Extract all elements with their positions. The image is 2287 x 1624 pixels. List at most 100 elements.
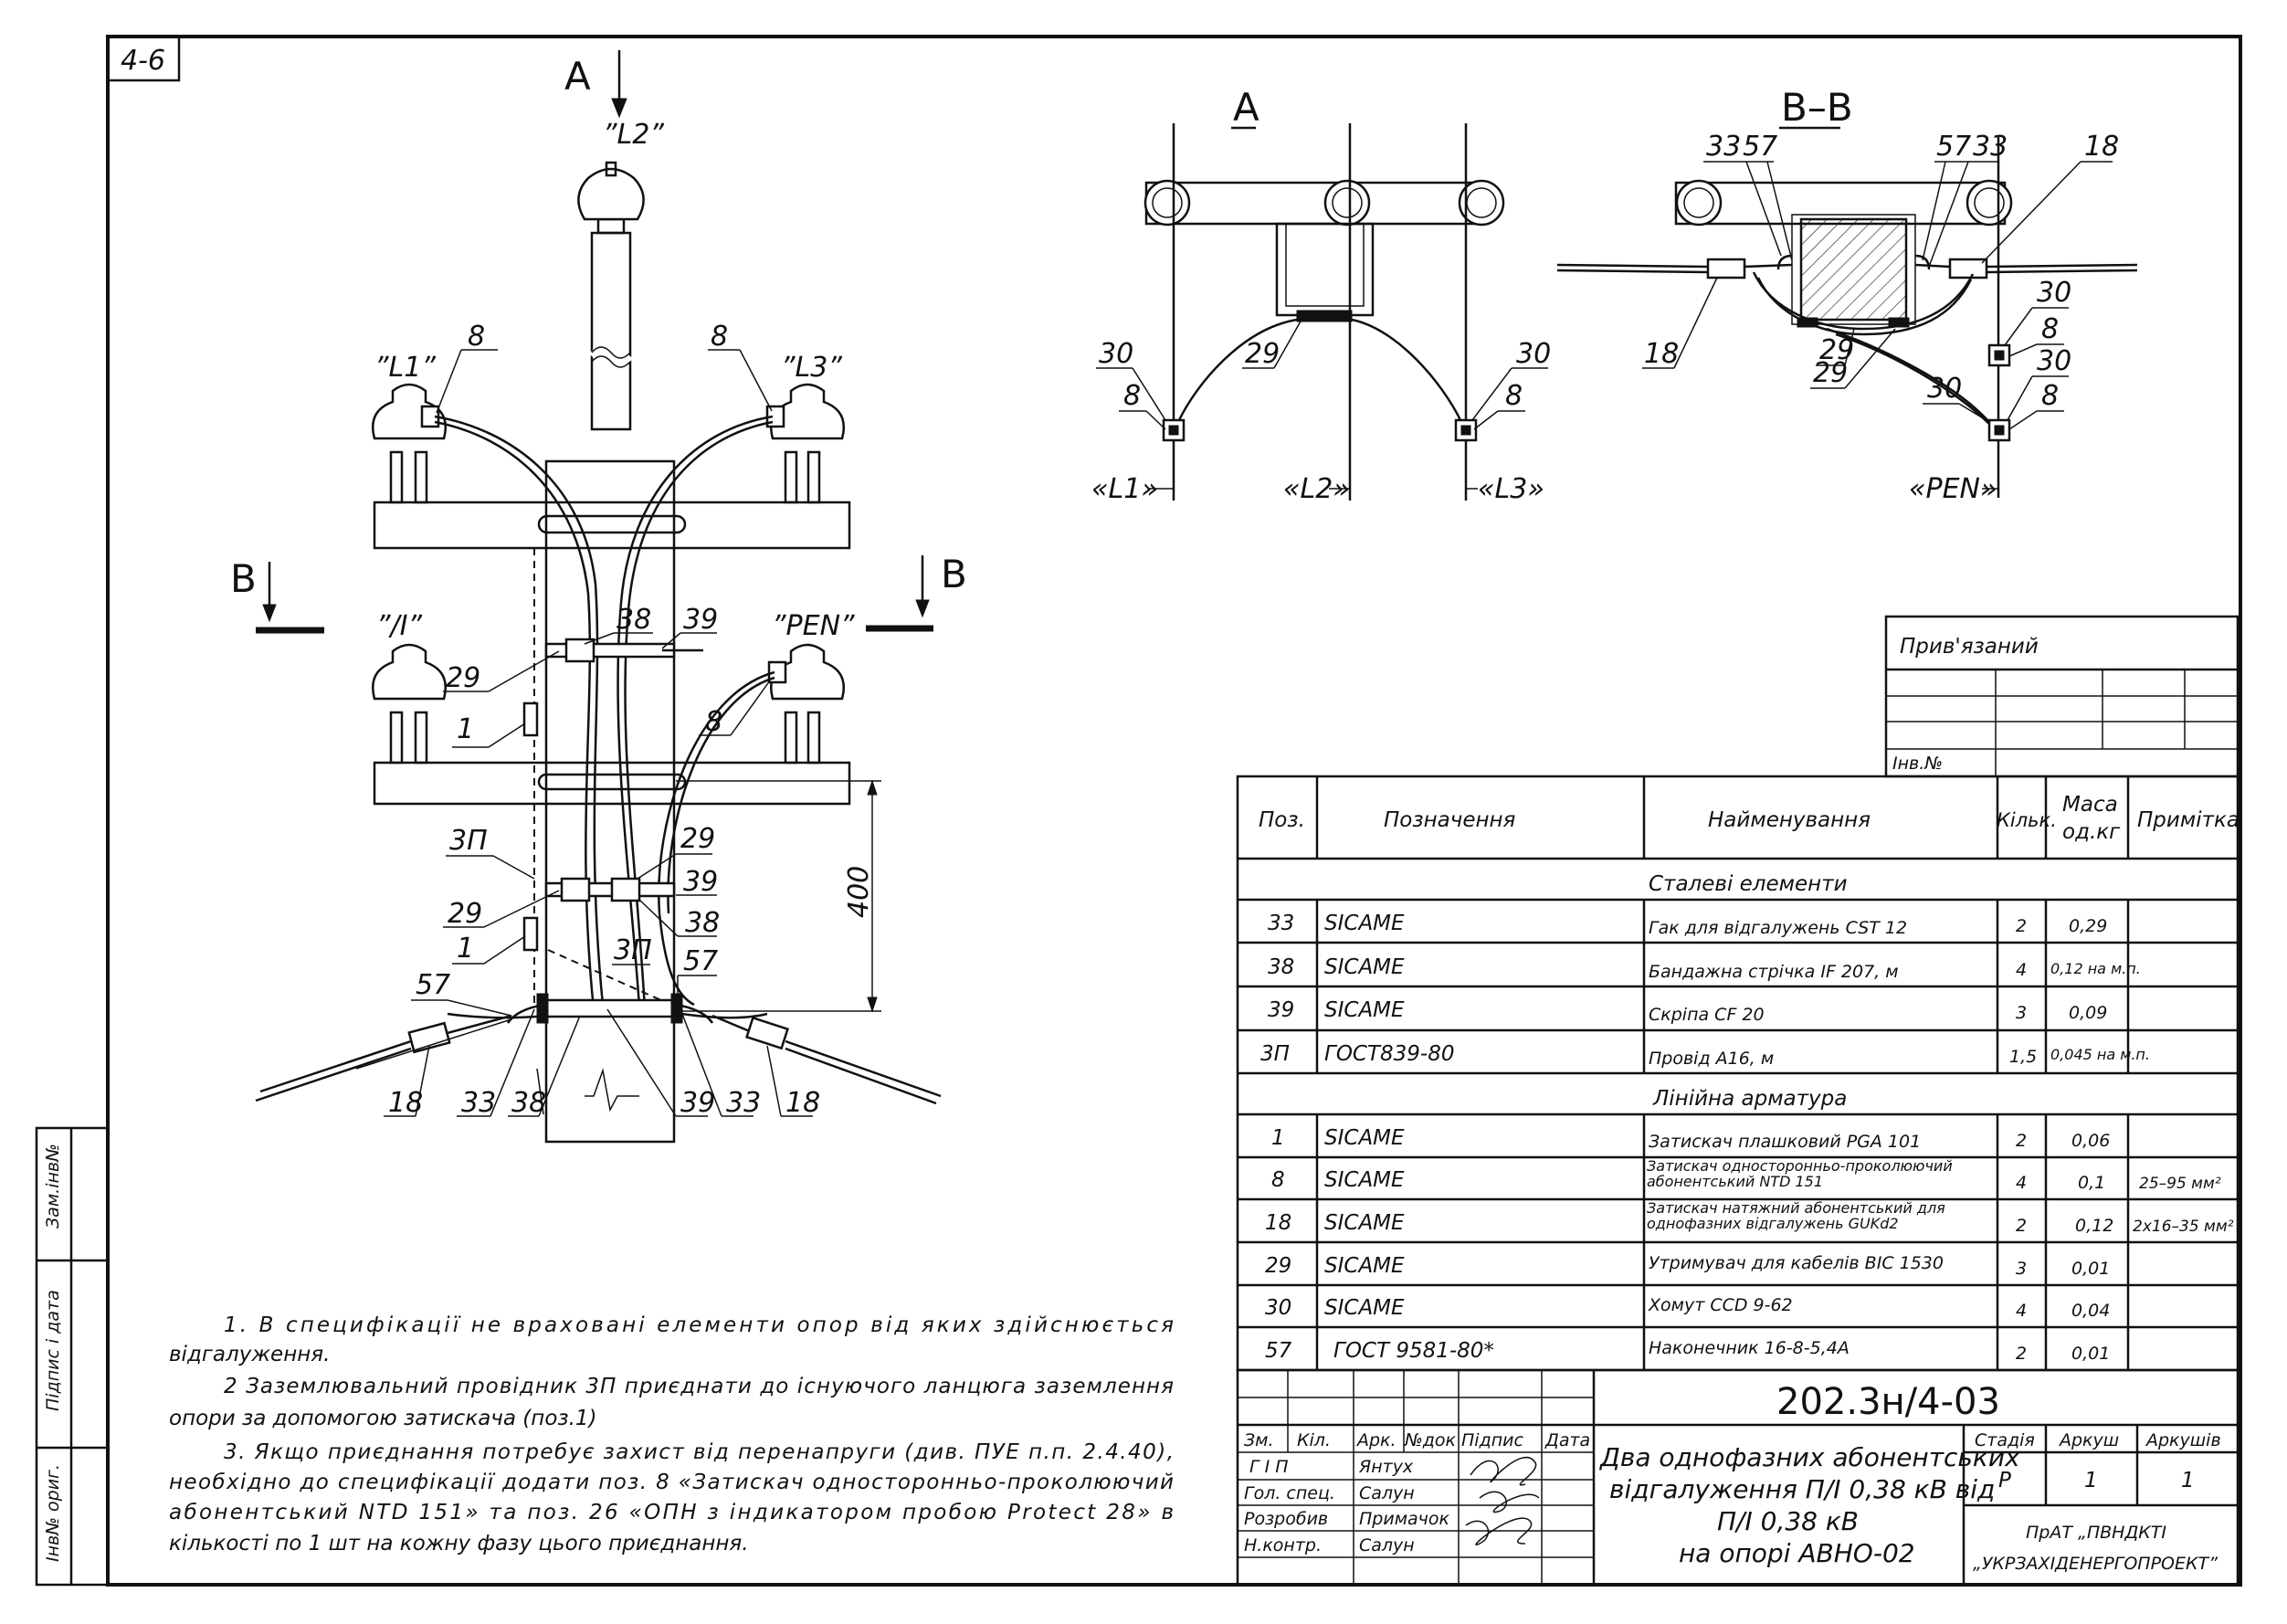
spec-cell-code: SICAME xyxy=(1324,1211,1405,1235)
view-bb-callout-8-a: 8 xyxy=(2041,313,2059,345)
spec-cell-qty: 2 xyxy=(2016,1344,2027,1364)
view-bb-callout-57-l: 57 xyxy=(1743,131,1777,163)
spec-row: 8 SICAME Затискач односторонньо-проколюю… xyxy=(1271,1158,2221,1193)
spec-cell-code: ГОСТ839-80 xyxy=(1324,1042,1455,1066)
spec-cell-qty: 2 xyxy=(2016,1131,2027,1151)
tb-org-line-0: ПрАТ „ПВНДКТІ xyxy=(2026,1523,2166,1543)
note-line-7: кількості по 1 шт на кожну фазу цього пр… xyxy=(169,1532,749,1555)
spec-cell-pos: 33 xyxy=(1268,912,1294,935)
tb-stage-value: Р xyxy=(1998,1469,2011,1492)
tb-role-2: Розробив xyxy=(1244,1509,1328,1529)
spec-cell-mass: 0,01 xyxy=(2071,1344,2110,1364)
spec-header-pos: Поз. xyxy=(1259,808,1305,832)
view-bb-callout-57-r: 57 xyxy=(1936,131,1971,163)
spec-cell-code: SICAME xyxy=(1324,998,1405,1022)
tb-col-sign: Підпис xyxy=(1461,1430,1523,1450)
note-line-0: 1. В специфікації не враховані елементи … xyxy=(224,1313,1174,1337)
spec-cell-code: SICAME xyxy=(1324,955,1405,979)
spec-cell-name: Провід А16, м xyxy=(1649,1049,1774,1069)
spec-cell-qty: 2 xyxy=(2016,916,2027,936)
spec-cell-name: Затискач натяжний абонентський для одноф… xyxy=(1647,1200,1945,1232)
spec-cell-mass: 0,045 на м.п. xyxy=(2050,1046,2150,1063)
sheet-code: 4-6 xyxy=(121,45,165,77)
spec-row: 18 SICAME Затискач натяжний абонентський… xyxy=(1265,1200,2234,1236)
service-drop-left xyxy=(255,1014,512,1102)
callout-57-right: 57 xyxy=(683,945,718,977)
spec-cell-name: Затискач односторонньо-проколюючий абоне… xyxy=(1647,1158,1953,1190)
view-bb-callout-8-b: 8 xyxy=(2041,380,2059,412)
spec-group-line: Лінійна арматура xyxy=(1652,1087,1847,1111)
tb-sheets-header: Аркушів xyxy=(2145,1430,2221,1450)
spec-cell-code: SICAME xyxy=(1324,1168,1405,1192)
tb-col-ark: Арк. xyxy=(1355,1430,1396,1450)
spec-cell-qty: 3 xyxy=(2016,1259,2027,1279)
crossarm-lower xyxy=(373,761,851,806)
callout-8-l3: 8 xyxy=(711,321,728,353)
callout-39-upper: 39 xyxy=(683,604,718,636)
spec-header-note: Примітка xyxy=(2137,808,2240,832)
privyazany-block: Прив'язаний Інв.№ xyxy=(1884,615,2240,778)
spec-group-steel: Сталеві елементи xyxy=(1649,872,1848,896)
note-line-1: відгалуження. xyxy=(169,1343,330,1366)
spec-cell-qty: 4 xyxy=(2016,1301,2027,1321)
sheet-code-box xyxy=(106,35,181,82)
phase-label-l1: ”L1” xyxy=(374,352,436,384)
tb-sheet-value: 1 xyxy=(2084,1469,2098,1492)
callout-18-right: 18 xyxy=(785,1087,820,1119)
callout-57-left: 57 xyxy=(416,969,450,1001)
view-a-title: A xyxy=(1233,85,1259,130)
view-bb-callout-33-r: 33 xyxy=(1973,131,2008,163)
spec-header-code: Позначення xyxy=(1384,808,1516,832)
signatures xyxy=(1465,1456,1540,1546)
view-bb-callout-18-r: 18 xyxy=(2084,131,2119,163)
spec-cell-mass: 0,09 xyxy=(2069,1003,2107,1023)
spec-cell-qty: 4 xyxy=(2016,1173,2027,1193)
spec-cell-pos: 57 xyxy=(1265,1339,1292,1363)
view-a-callout-30-r: 30 xyxy=(1516,338,1551,370)
section-b-label-right: B xyxy=(941,552,967,596)
insulator-l1 xyxy=(372,383,447,504)
callout-33-right: 33 xyxy=(726,1087,761,1119)
insulator-l2 xyxy=(577,161,645,235)
spec-cell-code: SICAME xyxy=(1324,912,1405,935)
view-bb-callout-30-c: 30 xyxy=(1927,373,1962,405)
tb-name-1: Салун xyxy=(1359,1483,1415,1503)
spec-table: Поз. Позначення Найменування Кільк. Маса… xyxy=(1236,775,2240,1372)
callout-29-left: 29 xyxy=(448,898,482,930)
section-b-label-left: B xyxy=(230,556,257,601)
spec-cell-mass: 0,12 на м.п. xyxy=(2050,960,2141,977)
stamp-inv-orig: Інв№ ориг. xyxy=(43,1464,63,1562)
spec-cell-pos: 18 xyxy=(1265,1211,1291,1235)
stamp-replace-inv: Зам.інв№ xyxy=(43,1144,63,1229)
privyazany-inv: Інв.№ xyxy=(1892,754,1943,774)
callout-38-bottom: 38 xyxy=(511,1087,546,1119)
phase-label-pen: ”PEN” xyxy=(772,610,855,642)
phase-label-l2: ”L2” xyxy=(603,119,664,151)
spec-row: 3П ГОСТ839-80 Провід А16, м 1,5 0,045 на… xyxy=(1260,1042,2150,1069)
spec-cell-pos: 29 xyxy=(1265,1254,1291,1278)
view-bb-title: B–B xyxy=(1781,85,1853,130)
tb-role-1: Гол. спец. xyxy=(1244,1483,1335,1503)
spec-cell-name: Наконечник 16-8-5,4А xyxy=(1649,1338,1850,1358)
callout-38-upper: 38 xyxy=(617,604,651,636)
callout-38-right: 38 xyxy=(685,907,720,939)
tb-name-2: Примачок xyxy=(1359,1509,1450,1529)
view-bb-callout-18-l: 18 xyxy=(1644,338,1679,370)
privyazany-label: Прив'язаний xyxy=(1900,635,2039,659)
spec-cell-mass: 0,06 xyxy=(2071,1131,2110,1151)
tb-title-line-2: П/І 0,38 кВ xyxy=(1717,1506,1859,1536)
spec-cell-note: 25–95 мм² xyxy=(2139,1175,2221,1193)
view-a-callout-29: 29 xyxy=(1245,338,1280,370)
view-a-callout-30-l: 30 xyxy=(1099,338,1133,370)
sheet-frame xyxy=(106,35,2242,1587)
tb-title-line-3: на опорі АВНО-02 xyxy=(1679,1538,1915,1568)
tb-role-3: Н.контр. xyxy=(1244,1535,1322,1555)
view-a-phase-l3: «L3» xyxy=(1478,473,1544,505)
spec-row: 33 SICAME Гак для відгалужень CST 12 2 0… xyxy=(1268,912,2107,938)
tb-name-3: Салун xyxy=(1359,1535,1415,1555)
spec-cell-qty: 2 xyxy=(2016,1216,2027,1236)
crossarm-upper xyxy=(373,501,851,550)
note-line-3: опори за допомогою затискача (поз.1) xyxy=(169,1407,597,1430)
tb-col-ndok: №док xyxy=(1404,1430,1457,1450)
